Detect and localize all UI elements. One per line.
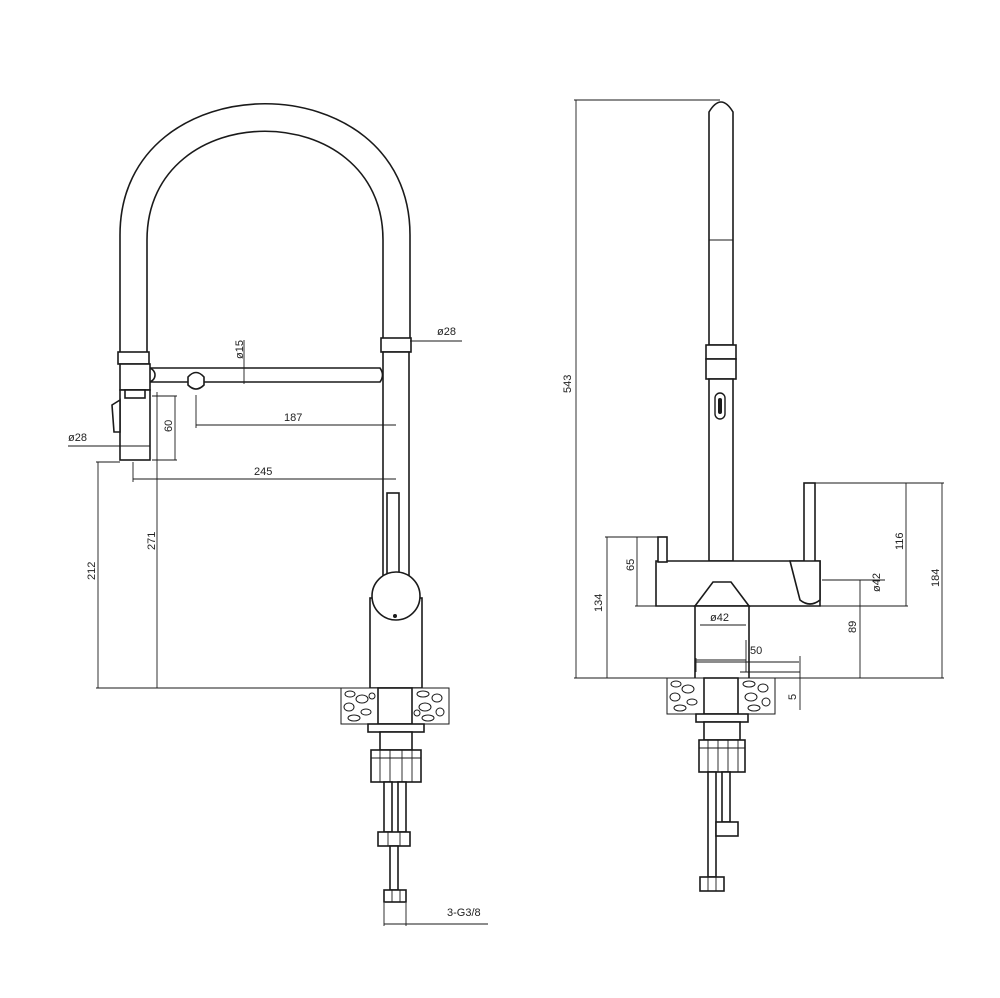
- spout-hose-inner: [146, 130, 384, 355]
- hose-fitting-1: [377, 831, 411, 847]
- dim-side-lever: 65: [625, 559, 637, 571]
- spray-head-lower: [119, 389, 151, 461]
- supply-hose-2: [397, 781, 407, 833]
- lock-nut-washer: [367, 723, 425, 733]
- dim-base-dia: ø42: [710, 612, 729, 624]
- spray-head-body: [119, 363, 151, 391]
- side-lock-nut: [698, 739, 746, 773]
- dim-connection: 3-G3/8: [447, 907, 481, 919]
- spray-arm: [147, 367, 384, 383]
- side-hose-2: [721, 771, 731, 823]
- dim-spray-dia: ø15: [234, 340, 246, 359]
- side-holder-collar: [705, 344, 737, 360]
- dim-total-reach: 245: [254, 466, 272, 478]
- supply-hose-1: [383, 781, 393, 833]
- side-stone-texture: [669, 680, 771, 712]
- dim-shank-width: 50: [750, 645, 762, 657]
- front-dimensions: ø28 ø15 187 60 ø28 245 212: [68, 326, 488, 926]
- spout-hose-outer: [119, 102, 411, 355]
- mixer-knob: [371, 571, 421, 621]
- spray-trigger: [111, 398, 121, 433]
- side-lever-left: [657, 536, 668, 563]
- spray-face: [124, 389, 146, 399]
- side-hose-fitting-1: [715, 821, 739, 837]
- dim-body-base: 134: [593, 594, 605, 612]
- dim-lever-height: 116: [894, 532, 906, 550]
- side-spray-dot: [718, 398, 722, 414]
- holder-collar: [380, 337, 412, 353]
- dim-counter-thickness: 5: [787, 694, 799, 700]
- side-lever-right: [803, 482, 816, 564]
- front-view: ø28 ø15 187 60 ø28 245 212: [68, 102, 488, 926]
- side-shank-lower: [703, 721, 741, 741]
- side-spout: [708, 101, 734, 346]
- dim-knob-height: 89: [847, 621, 859, 633]
- side-knob-right: [788, 560, 821, 605]
- dim-height-spout: 212: [86, 562, 98, 580]
- side-hose-fitting-2: [699, 876, 725, 892]
- side-base-column: [694, 605, 750, 689]
- dim-handle-drop: 60: [163, 420, 175, 432]
- hose-fitting-2: [383, 889, 407, 903]
- side-hose-1: [707, 771, 717, 878]
- dim-hose-dia: ø28: [437, 326, 456, 338]
- dim-body-height: 184: [930, 569, 942, 587]
- dim-height-total: 271: [146, 532, 158, 550]
- dim-handle-dia: ø28: [68, 432, 87, 444]
- knob-dot: [393, 614, 397, 618]
- dim-knob-dia: ø42: [871, 573, 883, 592]
- countertop-side: [666, 677, 776, 715]
- shank-through: [377, 687, 413, 725]
- side-lock-washer: [695, 713, 749, 723]
- dim-spout-reach: 187: [284, 412, 302, 424]
- shank-lower: [379, 731, 413, 751]
- supply-hose-3: [389, 845, 399, 891]
- side-dimensions: 543 134 65 ø42 116 184 ø42: [562, 99, 944, 710]
- spray-nozzle: [187, 371, 205, 390]
- lever-handle: [386, 492, 400, 584]
- lock-nut: [370, 749, 422, 783]
- side-shank-through: [703, 677, 739, 715]
- dim-total-height: 543: [562, 375, 574, 393]
- hose-clip-left: [117, 351, 150, 365]
- countertop-front: [340, 687, 450, 725]
- side-holder: [705, 358, 737, 380]
- stone-texture: [343, 690, 445, 722]
- side-view: 543 134 65 ø42 116 184 ø42: [562, 99, 944, 892]
